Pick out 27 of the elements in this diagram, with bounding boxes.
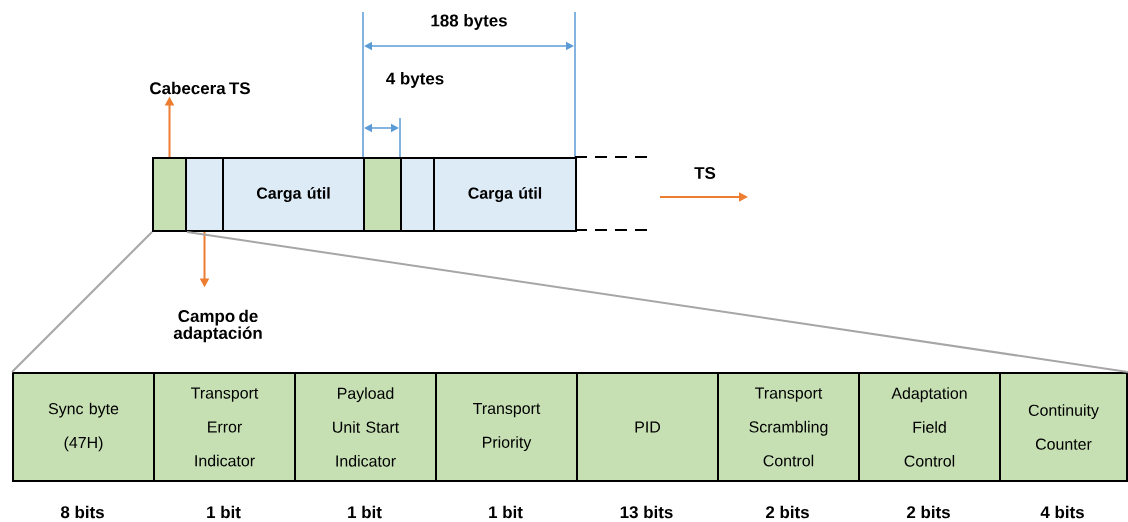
bit-size: 1 bit <box>348 505 382 519</box>
node-label: Cabecera TS <box>150 81 250 95</box>
header-field: Payload Unit Start Indicator <box>294 372 437 482</box>
header-field: Transport Scrambling Control <box>717 372 860 482</box>
header-field: Adaptation Field Control <box>858 372 1001 482</box>
node-label: Continuity Counter <box>1028 404 1099 450</box>
bit-size: 2 bits <box>766 505 809 519</box>
header-field: Transport Priority <box>435 372 578 482</box>
header-field: PID <box>576 372 719 482</box>
dimension-label: TS <box>694 167 716 179</box>
packet-cell <box>185 157 224 232</box>
packet-cell <box>400 157 435 232</box>
bit-size: 4 bits <box>1040 505 1084 519</box>
packet-cell <box>152 157 187 232</box>
header-field: Sync byte (47H) <box>12 372 155 482</box>
bit-size: 1 bit <box>207 505 241 519</box>
header-field: Continuity Counter <box>999 372 1128 482</box>
dimension-label: 188 bytes <box>431 14 507 30</box>
bit-size: 13 bits <box>620 505 673 519</box>
node-label: Campo de adaptación <box>173 309 262 343</box>
bit-size: 8 bits <box>60 505 104 519</box>
dimension-label: 4 bytes <box>386 72 444 88</box>
zoom-line <box>11 231 153 373</box>
bit-size: 2 bits <box>907 505 950 519</box>
bit-size: 1 bit <box>489 505 523 519</box>
packet-cell <box>363 157 402 232</box>
header-field: Transport Error Indicator <box>153 372 296 482</box>
